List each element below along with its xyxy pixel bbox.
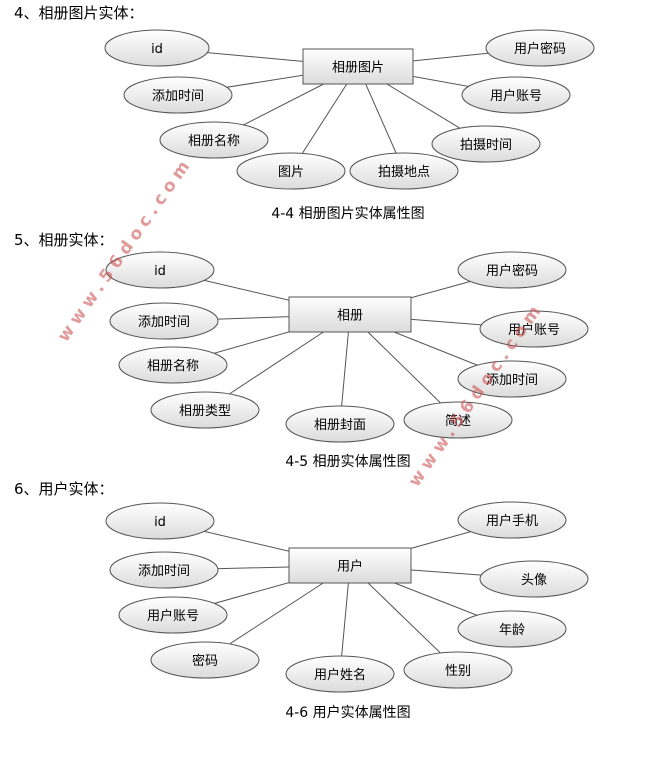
figure-caption: 4-6 用户实体属性图 <box>285 705 411 721</box>
attribute-ellipse <box>159 121 269 159</box>
attribute-ellipse <box>118 596 228 634</box>
attribute-label: 相册类型 <box>179 404 231 419</box>
attribute-ellipse <box>485 29 595 67</box>
attribute-ellipse <box>479 560 589 598</box>
attribute-ellipse <box>109 302 219 340</box>
attribute-label: 添加时间 <box>138 315 190 330</box>
attribute-label: id <box>154 515 166 530</box>
attribute-label: 用户姓名 <box>314 667 366 683</box>
attribute-label: 性别 <box>445 664 471 679</box>
attribute-ellipse <box>461 76 571 114</box>
attribute-ellipse <box>431 125 541 163</box>
attribute-ellipse <box>457 501 567 539</box>
figure-caption: 4-5 相册实体属性图 <box>285 454 411 470</box>
entity-label: 相册 <box>337 309 363 324</box>
attribute-label: id <box>151 42 163 57</box>
attribute-ellipse <box>105 251 215 289</box>
er-diagram-album: id添加时间相册名称相册类型相册封面简述添加时间用户账号用户密码相册 <box>105 251 589 443</box>
attribute-label: 添加时间 <box>138 564 190 579</box>
entity-box <box>288 296 412 333</box>
attribute-label: 头像 <box>521 573 547 588</box>
attribute-label: 相册封面 <box>314 418 366 433</box>
attribute-ellipse <box>150 641 260 679</box>
entity-label: 用户 <box>337 559 363 575</box>
attribute-label: 用户密码 <box>486 263 538 279</box>
attribute-label: 相册名称 <box>147 358 199 374</box>
attribute-ellipse <box>285 655 395 693</box>
attribute-ellipse <box>403 651 513 689</box>
attribute-ellipse <box>118 346 228 384</box>
attribute-ellipse <box>457 610 567 648</box>
attribute-label: 拍摄地点 <box>378 165 430 180</box>
entity-box <box>302 48 414 85</box>
attribute-label: 年龄 <box>499 623 525 638</box>
attribute-label: 用户账号 <box>490 88 542 104</box>
attribute-label: 简述 <box>445 413 471 429</box>
attribute-ellipse <box>457 251 567 289</box>
attribute-ellipse <box>105 502 215 540</box>
attribute-ellipse <box>236 152 346 190</box>
attribute-label: 用户密码 <box>514 41 566 57</box>
attribute-label: 拍摄时间 <box>460 138 512 153</box>
attribute-label: 相册名称 <box>188 133 240 149</box>
attribute-ellipse <box>349 152 459 190</box>
attribute-label: 添加时间 <box>486 373 538 388</box>
entity-box <box>288 547 412 584</box>
attribute-label: 用户账号 <box>508 322 560 338</box>
section-heading: 4、相册图片实体： <box>14 4 144 22</box>
attribute-ellipse <box>285 405 395 443</box>
attribute-ellipse <box>403 401 513 439</box>
section-heading: 6、用户实体： <box>14 480 114 498</box>
attribute-ellipse <box>104 29 210 67</box>
attribute-ellipse <box>479 310 589 348</box>
attribute-ellipse <box>457 360 567 398</box>
attribute-ellipse <box>109 551 219 589</box>
attribute-label: 用户账号 <box>147 608 199 624</box>
attribute-ellipse <box>150 391 260 429</box>
figure-caption: 4-4 相册图片实体属性图 <box>271 206 425 222</box>
attribute-label: 密码 <box>192 653 218 669</box>
attribute-label: 添加时间 <box>152 89 204 104</box>
entity-label: 相册图片 <box>332 61 384 76</box>
attribute-label: 图片 <box>278 165 304 180</box>
section-heading: 5、相册实体： <box>14 231 114 249</box>
attribute-label: 用户手机 <box>486 513 538 529</box>
attribute-ellipse <box>123 76 233 114</box>
attribute-label: id <box>154 264 166 279</box>
